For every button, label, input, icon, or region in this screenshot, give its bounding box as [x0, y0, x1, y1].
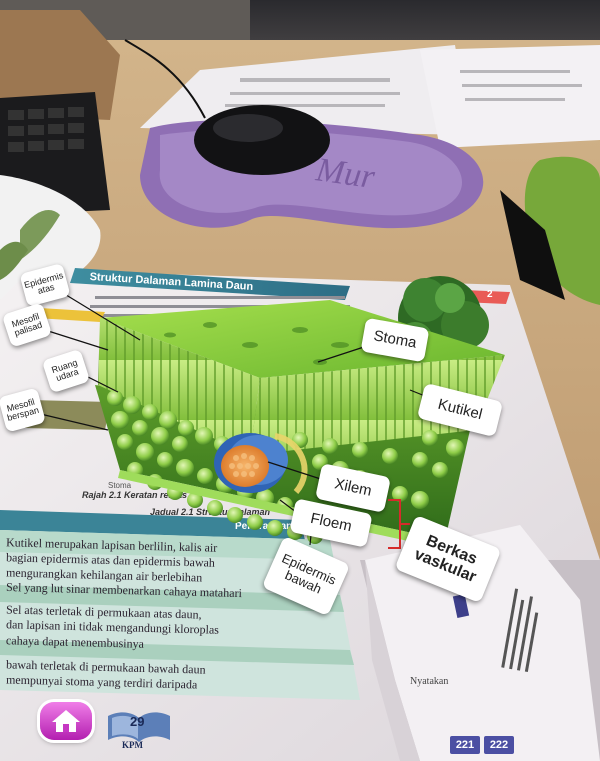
kpm-number: 29	[130, 714, 144, 729]
page-number-left: 221	[450, 736, 480, 754]
home-button[interactable]	[40, 702, 92, 740]
kpm-logo: 29 KPM	[104, 706, 174, 754]
kpm-text: KPM	[122, 740, 143, 750]
home-icon	[51, 708, 81, 734]
page-number-right: 222	[484, 736, 514, 754]
